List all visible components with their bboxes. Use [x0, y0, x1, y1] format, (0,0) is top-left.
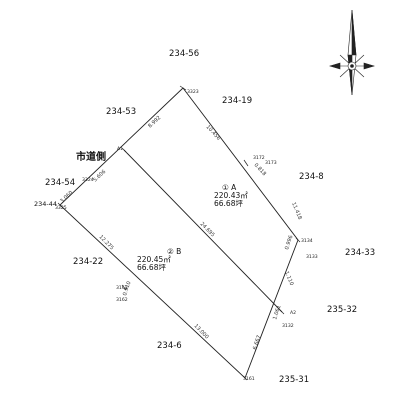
parcel-division-line [123, 149, 283, 313]
neighbor-lot-label: 235-32 [327, 305, 358, 315]
point-label: 3324 [82, 177, 94, 183]
neighbor-lot-label: 234-8 [299, 172, 324, 182]
point-label: 3162 [116, 297, 128, 303]
point-label: 3172 [253, 155, 265, 161]
corner-marks [57, 85, 301, 381]
neighbor-lot-label: 234-44 [34, 200, 58, 208]
parcel-b-info: ② B 220.45㎡ 66.68坪 [137, 248, 181, 272]
point-label: 3325 [55, 205, 67, 211]
neighbor-lot-label: 234-6 [157, 341, 182, 351]
dimension-label: 1.061 [272, 305, 282, 321]
neighbor-lot-label: 234-33 [345, 248, 376, 258]
parcel-area-tsubo: 66.68坪 [214, 198, 243, 208]
point-label: 3173 [265, 160, 277, 166]
parcel-area-tsubo: 66.68坪 [137, 262, 166, 272]
parcel-a-info: ① A 220.43㎡ 66.68坪 [214, 184, 248, 208]
neighbor-lot-label: 234-22 [73, 257, 104, 267]
point-label: 3323 [187, 89, 199, 95]
parcel-area-sqm: 220.45㎡ [137, 254, 171, 264]
point-label: 3133 [306, 254, 318, 260]
point-label: 3132 [282, 323, 294, 329]
neighbor-lot-label: 234-53 [106, 107, 137, 117]
parcel-number: ① A [222, 183, 237, 192]
road-label: 市道側 [76, 152, 106, 163]
dimension-label: 1.110 [283, 271, 294, 287]
dimension-label: 6.667 [252, 335, 262, 351]
neighbor-lot-label: 234-54 [45, 178, 76, 188]
dimension-label: 0.910 [122, 281, 132, 297]
parcel-area-sqm: 220.43㎡ [214, 190, 248, 200]
point-label: 3134 [301, 238, 313, 244]
point-label: 3163 [116, 285, 128, 291]
point-label: 3161 [243, 376, 255, 382]
point-label: A2 [290, 310, 296, 316]
parcel-number: ② B [167, 247, 182, 256]
neighbor-lot-label: 234-19 [222, 96, 253, 106]
point-label: A1 [117, 146, 123, 152]
neighbor-lot-label: 235-31 [279, 375, 310, 385]
dimension-label: 0.996 [284, 235, 294, 251]
neighbor-lot-label: 234-56 [169, 49, 200, 59]
